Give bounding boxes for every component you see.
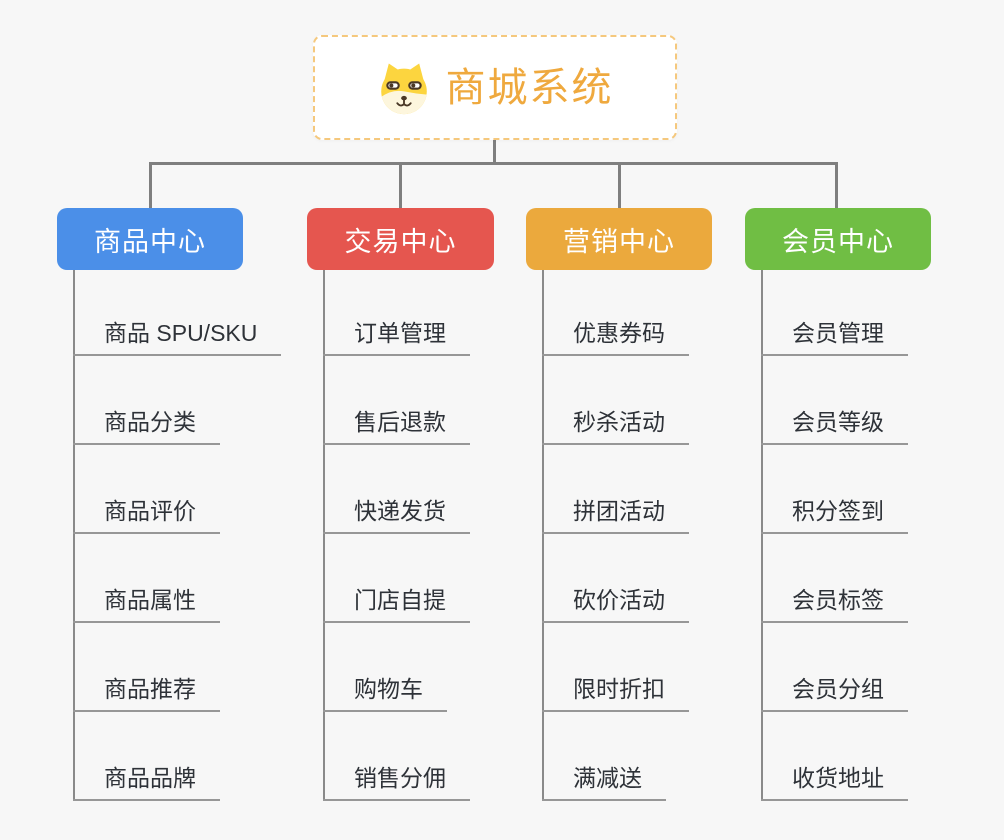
connector-vertical-trade	[323, 270, 325, 801]
leaf-node[interactable]: 订单管理	[323, 322, 470, 356]
connector-drop-trade	[399, 162, 402, 210]
leaf-node[interactable]: 商品推荐	[73, 678, 220, 712]
branch-node-marketing-center[interactable]: 营销中心	[526, 208, 712, 270]
root-title: 商城系统	[445, 65, 614, 110]
leaf-node[interactable]: 满减送	[542, 767, 666, 801]
leaf-node[interactable]: 积分签到	[761, 500, 908, 534]
leaf-node[interactable]: 门店自提	[323, 589, 470, 623]
branch-children-trade: 订单管理 售后退款 快递发货 门店自提 购物车 销售分佣	[323, 270, 470, 801]
branch-children-marketing: 优惠券码 秒杀活动 拼团活动 砍价活动 限时折扣 满减送	[542, 270, 689, 801]
root-node[interactable]: 商城系统	[313, 35, 677, 140]
connector-bus	[149, 162, 838, 165]
branch-label: 会员中心	[782, 226, 894, 257]
leaf-node[interactable]: 会员分组	[761, 678, 908, 712]
branch-node-member-center[interactable]: 会员中心	[745, 208, 931, 270]
leaf-node[interactable]: 会员等级	[761, 411, 908, 445]
branch-label: 商品中心	[94, 226, 206, 257]
connector-vertical-product	[73, 270, 75, 801]
leaf-node[interactable]: 会员标签	[761, 589, 908, 623]
leaf-node[interactable]: 商品属性	[73, 589, 220, 623]
branch-label: 营销中心	[563, 226, 675, 257]
leaf-node[interactable]: 商品 SPU/SKU	[73, 322, 282, 356]
leaf-node[interactable]: 秒杀活动	[542, 411, 689, 445]
connector-vertical-member	[761, 270, 763, 801]
connector-root-stem	[493, 140, 496, 165]
leaf-node[interactable]: 购物车	[323, 678, 447, 712]
leaf-node[interactable]: 砍价活动	[542, 589, 689, 623]
branch-children-product: 商品 SPU/SKU 商品分类 商品评价 商品属性 商品推荐 商品品牌	[73, 270, 282, 801]
branch-node-trade-center[interactable]: 交易中心	[307, 208, 494, 270]
leaf-node[interactable]: 收货地址	[761, 767, 908, 801]
dog-icon	[377, 61, 431, 115]
leaf-node[interactable]: 快递发货	[323, 500, 470, 534]
leaf-node[interactable]: 售后退款	[323, 411, 470, 445]
leaf-node[interactable]: 销售分佣	[323, 767, 470, 801]
leaf-node[interactable]: 商品分类	[73, 411, 220, 445]
leaf-node[interactable]: 商品品牌	[73, 767, 220, 801]
connector-vertical-marketing	[542, 270, 544, 801]
leaf-node[interactable]: 拼团活动	[542, 500, 689, 534]
leaf-node[interactable]: 优惠券码	[542, 322, 689, 356]
connector-drop-member	[835, 162, 838, 210]
branch-label: 交易中心	[344, 226, 457, 257]
leaf-node[interactable]: 商品评价	[73, 500, 220, 534]
connector-drop-product	[149, 162, 152, 210]
branch-node-product-center[interactable]: 商品中心	[57, 208, 243, 270]
leaf-node[interactable]: 会员管理	[761, 322, 908, 356]
leaf-node[interactable]: 限时折扣	[542, 678, 689, 712]
branch-children-member: 会员管理 会员等级 积分签到 会员标签 会员分组 收货地址	[761, 270, 908, 801]
connector-drop-marketing	[618, 162, 621, 210]
